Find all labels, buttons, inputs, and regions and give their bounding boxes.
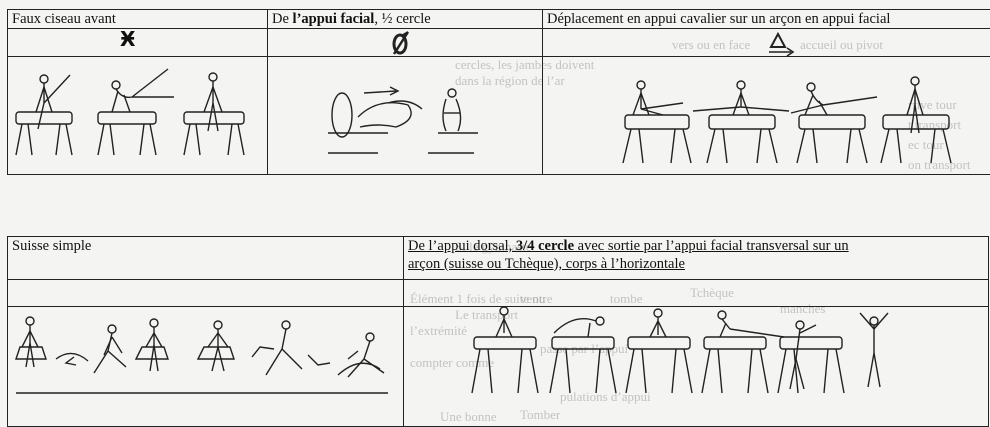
trois-quart-cercle-illustration xyxy=(404,307,988,426)
title-prefix: De xyxy=(272,11,293,27)
cell-faux-ciseau-figure xyxy=(8,57,268,175)
cell-trois-quart-figure xyxy=(404,307,989,427)
cell-faux-ciseau-title: Faux ciseau avant xyxy=(8,10,268,29)
element-name: Déplacement en appui cavalier sur un arç… xyxy=(547,11,890,27)
half-circle-illustration xyxy=(268,57,534,174)
cell-appui-facial-symbol xyxy=(268,29,543,57)
title-line2: arçon (suisse ou Tchèque), corps à l’hor… xyxy=(408,256,685,272)
element-table-1: Faux ciseau avant De l’appui facial, ½ c… xyxy=(7,9,990,175)
cross-symbol-icon: Ӿ xyxy=(120,30,135,48)
cell-deplacement-figure xyxy=(543,57,990,175)
cell-trois-quart-title: De l’appui dorsal, 3/4 cercle avec sorti… xyxy=(404,237,989,280)
travel-arrow-symbol-icon xyxy=(547,29,990,56)
faux-ciseau-illustration xyxy=(8,57,267,174)
cell-faux-ciseau-symbol: Ӿ xyxy=(8,29,268,57)
half-circle-symbol-icon xyxy=(272,29,538,56)
title-bold: 3/4 cercle xyxy=(516,238,574,254)
title-suffix: , ½ cercle xyxy=(374,11,430,27)
cell-deplacement-title: Déplacement en appui cavalier sur un arç… xyxy=(543,10,990,29)
suisse-illustration xyxy=(8,307,403,426)
cell-appui-facial-figure xyxy=(268,57,543,175)
cell-suisse-figure xyxy=(8,307,404,427)
element-name: Faux ciseau avant xyxy=(12,11,116,27)
cell-deplacement-symbol xyxy=(543,29,990,57)
element-name: Suisse simple xyxy=(12,238,91,254)
cell-suisse-title: Suisse simple xyxy=(8,237,404,280)
cell-appui-facial-title: De l’appui facial, ½ cercle xyxy=(268,10,543,29)
title-bold: l’appui facial xyxy=(293,11,375,27)
deplacement-illustration xyxy=(543,57,990,174)
element-table-2: Suisse simple De l’appui dorsal, 3/4 cer… xyxy=(7,236,989,427)
title-suffix: avec sortie par l’appui facial transvers… xyxy=(574,238,849,254)
title-prefix: De l’appui dorsal, xyxy=(408,238,516,254)
cell-suisse-symbol xyxy=(8,280,404,307)
cell-trois-quart-symbol xyxy=(404,280,989,307)
